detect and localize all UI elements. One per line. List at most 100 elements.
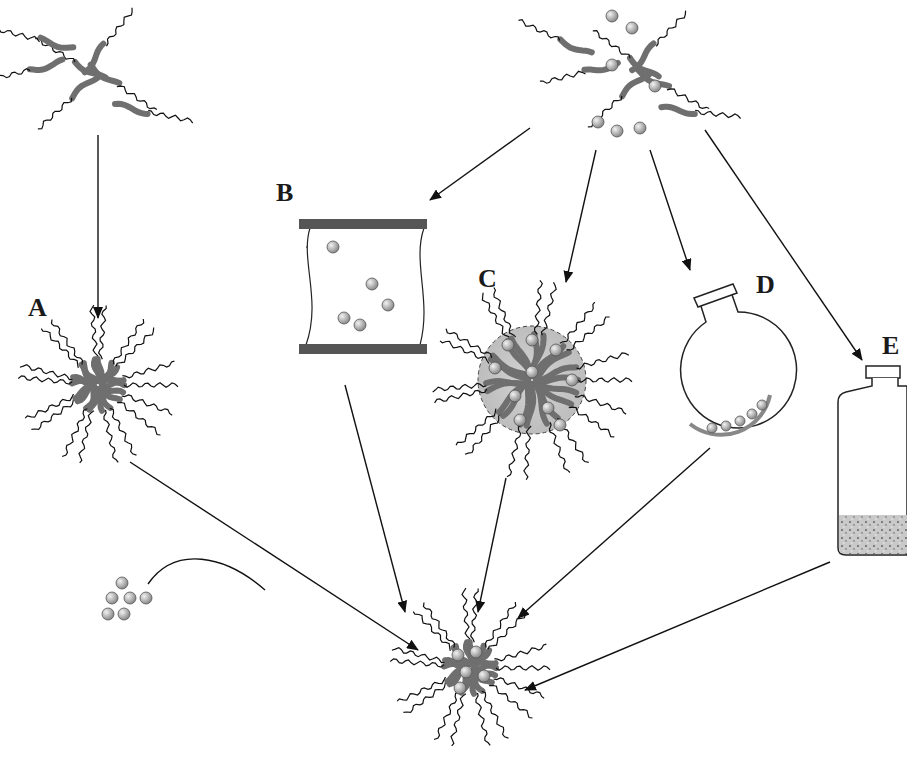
- corona-chain: [560, 302, 595, 343]
- drug-particle: [721, 421, 731, 431]
- core-block: [100, 389, 102, 411]
- corona-chain: [397, 677, 445, 701]
- corona-chain: [451, 694, 466, 746]
- process-arrows: [98, 128, 862, 690]
- corona-chain: [569, 407, 615, 437]
- corona-chain: [113, 319, 143, 365]
- drug-particle: [649, 80, 661, 92]
- core-block: [661, 107, 695, 114]
- corona-chain: [0, 27, 40, 42]
- drug-addition-line: [148, 559, 265, 590]
- drug-particle: [102, 608, 114, 620]
- corona-chain: [434, 692, 459, 740]
- corona-chain: [462, 588, 470, 642]
- corona-chain: [62, 409, 87, 457]
- process-arrow: [705, 130, 862, 360]
- drug-particle: [460, 666, 472, 678]
- corona-chain: [122, 361, 174, 378]
- drug-particle: [454, 682, 466, 694]
- micelle: [433, 280, 632, 480]
- core-block: [632, 44, 653, 71]
- drug-particle: [478, 670, 490, 682]
- corona-chain: [38, 98, 72, 129]
- process-arrow: [430, 128, 530, 200]
- corona-chain: [496, 666, 550, 670]
- process-arrow: [518, 448, 710, 618]
- corona-chain: [424, 603, 455, 648]
- corona-chain: [519, 20, 560, 41]
- round-flask: [681, 284, 797, 435]
- drug-particle: [470, 646, 482, 658]
- core-block: [499, 383, 529, 412]
- corona-chain: [489, 686, 532, 719]
- core-block: [30, 60, 63, 70]
- unimers: [0, 8, 193, 129]
- drug-particle: [118, 608, 130, 620]
- drug-particle: [106, 592, 118, 604]
- dialysis-bag: [299, 219, 427, 354]
- corona-chain: [456, 409, 496, 445]
- core-block: [102, 379, 124, 383]
- corona-chain: [79, 411, 94, 463]
- core-block: [72, 77, 99, 98]
- corona-chain: [148, 110, 192, 123]
- corona-chain: [35, 38, 75, 62]
- drug-particle: [366, 278, 378, 290]
- powder-bottle: [838, 366, 907, 555]
- process-arrow: [650, 150, 690, 270]
- corona-chain: [435, 389, 487, 403]
- core-block: [486, 381, 528, 384]
- drug-particle: [550, 344, 562, 356]
- corona-chain: [494, 644, 546, 661]
- corona-chain: [124, 383, 178, 387]
- corona-chain: [99, 305, 107, 359]
- drug-particle: [382, 299, 394, 311]
- drug-particle: [634, 122, 646, 134]
- drug-particle: [502, 339, 514, 351]
- corona-chain: [116, 328, 154, 367]
- corona-chain: [535, 280, 543, 334]
- corona-chain: [593, 31, 630, 58]
- corona-chain: [576, 353, 629, 369]
- corona-chain: [31, 399, 76, 430]
- drug-particle: [514, 414, 526, 426]
- corona-chain: [433, 383, 487, 392]
- drug-particle: [566, 374, 578, 386]
- process-arrow: [97, 135, 98, 318]
- corona-chain: [695, 110, 740, 118]
- panel-letter: D: [756, 272, 775, 298]
- corona-chain: [25, 394, 73, 418]
- corona-chain: [494, 288, 516, 337]
- corona-chain: [52, 320, 83, 365]
- corona-chain: [90, 305, 98, 359]
- corona-chain: [403, 682, 448, 713]
- drug-particle: [140, 592, 152, 604]
- corona-chain: [540, 71, 586, 83]
- drug-particle: [554, 419, 566, 431]
- core-block: [472, 672, 474, 694]
- corona-chain: [476, 693, 490, 746]
- drug-particle: [592, 116, 604, 128]
- corona-chain: [18, 376, 72, 384]
- corona-chain: [392, 648, 445, 663]
- unimers-with-drug: [519, 11, 741, 127]
- drug-particle: [124, 592, 136, 604]
- corona-chain: [575, 395, 626, 414]
- drug-particle: [116, 577, 128, 589]
- micelle-core: [478, 326, 586, 434]
- drug-particle: [606, 59, 618, 71]
- corona-chain: [567, 317, 610, 350]
- process-arrow: [345, 385, 405, 612]
- process-arrow: [478, 478, 506, 612]
- panel-letter: A: [28, 295, 47, 321]
- panel-letter: C: [478, 266, 497, 292]
- corona-chain: [507, 425, 522, 477]
- drug-particle: [735, 416, 745, 426]
- corona-chain: [446, 329, 492, 358]
- corona-chain: [524, 426, 531, 480]
- drug-particle: [526, 334, 538, 346]
- drug-particle: [452, 649, 464, 661]
- micelle: [18, 305, 178, 463]
- corona-chain: [20, 365, 73, 380]
